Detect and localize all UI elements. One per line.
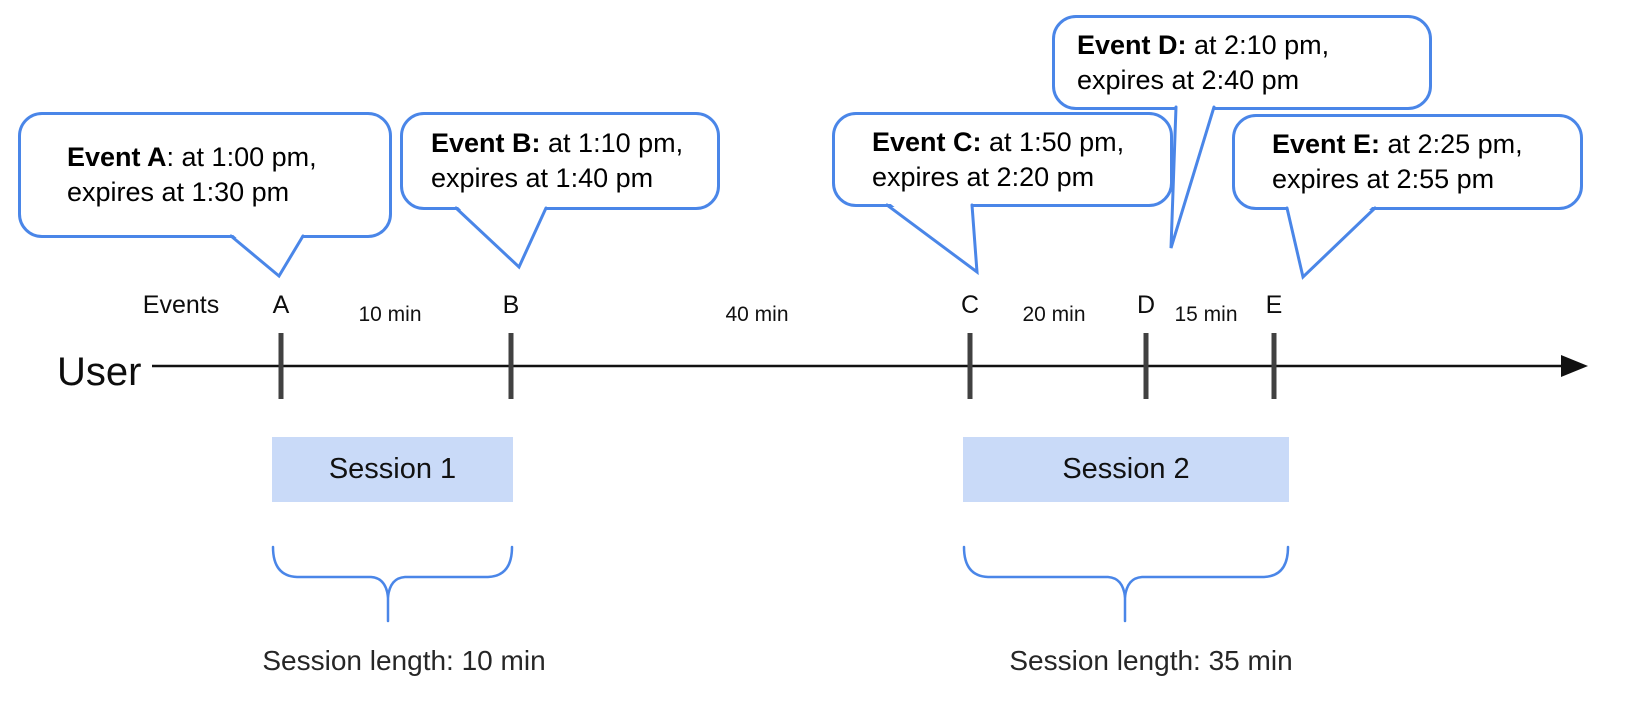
tick-c <box>967 333 973 399</box>
bubble-b-time: at 1:10 pm, <box>540 128 684 158</box>
events-axis-label: Events <box>142 291 220 319</box>
bubble-d-title: Event D: <box>1077 29 1187 60</box>
bubble-d-line1: Event D: at 2:10 pm, <box>1077 28 1429 63</box>
bubble-b-title: Event B: <box>431 128 541 158</box>
bubble-b-expiry: expires at 1:40 pm <box>431 163 654 193</box>
tick-d <box>1143 333 1149 399</box>
session-1-box: Session 1 <box>272 437 513 502</box>
interval-a-b: 10 min <box>358 303 422 326</box>
session-1-length-label: Session length: 10 min <box>262 645 546 676</box>
tick-a <box>278 333 284 399</box>
bubble-a-expiry: expires at 1:30 pm <box>67 177 290 207</box>
event-mark-a: A <box>272 291 290 319</box>
event-mark-e: E <box>1265 291 1283 319</box>
session-2-box: Session 2 <box>963 437 1289 502</box>
arrowhead-icon <box>1561 355 1588 377</box>
interval-b-c: 40 min <box>725 303 789 326</box>
bubble-b-tail <box>454 205 548 270</box>
bubble-c-expiry: expires at 2:20 pm <box>872 161 1095 192</box>
bubble-e-time: at 2:25 pm, <box>1380 129 1523 159</box>
interval-d-e: 15 min <box>1174 303 1238 326</box>
tick-b <box>508 333 514 399</box>
session-2-label: Session 2 <box>1062 453 1190 485</box>
bubble-c-line1: Event C: at 1:50 pm, <box>872 125 1170 160</box>
user-axis-label: User <box>57 350 142 394</box>
event-bubble-a: Event A: at 1:00 pm, expires at 1:30 pm <box>18 112 392 238</box>
bubble-a-title: Event A <box>67 142 167 172</box>
bubble-d-expiry: expires at 2:40 pm <box>1077 64 1300 95</box>
bubble-a-line1: Event A: at 1:00 pm, <box>67 140 389 175</box>
bubble-a-tail <box>229 233 305 279</box>
event-bubble-c: Event C: at 1:50 pm, expires at 2:20 pm <box>832 112 1173 207</box>
bubble-e-tail <box>1285 204 1377 280</box>
session-2-length-label: Session length: 35 min <box>1009 645 1293 676</box>
bubble-d-tail <box>1169 104 1216 249</box>
bubble-c-title: Event C: <box>872 126 982 157</box>
bubble-b-line1: Event B: at 1:10 pm, <box>431 126 717 161</box>
bubble-c-time: at 1:50 pm, <box>981 126 1125 157</box>
bubble-c-tail <box>885 201 979 276</box>
bubble-d-time: at 2:10 pm, <box>1186 29 1330 60</box>
bubble-e-title: Event E: <box>1272 129 1381 159</box>
brace-session-1 <box>271 545 514 623</box>
event-ticks <box>278 333 1277 399</box>
bubble-a-time: : at 1:00 pm, <box>166 142 317 172</box>
bubble-e-expiry: expires at 2:55 pm <box>1272 164 1495 194</box>
timeline-arrow <box>152 355 1588 377</box>
interval-c-d: 20 min <box>1022 303 1086 326</box>
session-1-label: Session 1 <box>328 453 457 485</box>
bubble-e-line1: Event E: at 2:25 pm, <box>1272 127 1580 162</box>
event-mark-b: B <box>502 291 520 319</box>
event-bubble-b: Event B: at 1:10 pm, expires at 1:40 pm <box>400 112 720 210</box>
event-mark-d: D <box>1136 291 1156 319</box>
event-bubble-e: Event E: at 2:25 pm, expires at 2:55 pm <box>1232 114 1583 210</box>
tick-e <box>1271 333 1277 399</box>
event-mark-c: C <box>960 291 980 319</box>
event-bubble-d: Event D: at 2:10 pm, expires at 2:40 pm <box>1052 15 1432 110</box>
brace-session-2 <box>962 545 1290 623</box>
